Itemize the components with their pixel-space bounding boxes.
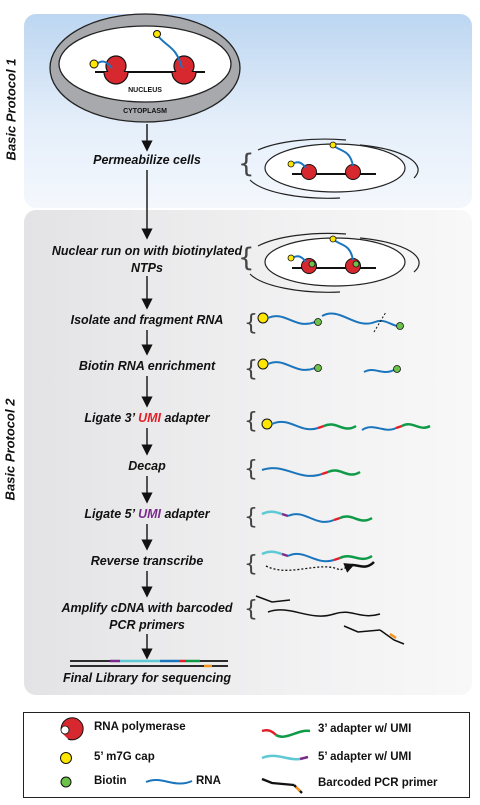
svg-text:{: {	[244, 505, 258, 530]
svg-text:{: {	[244, 552, 258, 577]
ligated-5-rna: {	[244, 505, 373, 530]
legend-primer-label: Barcoded PCR primer	[318, 777, 438, 789]
legend-adapter3-label: 3’ adapter w/ UMI	[318, 723, 412, 735]
step-ligate-5-adapter: Ligate 5’ UMI adapter	[42, 506, 252, 523]
step-ligate-3-before: Ligate 3’	[84, 411, 139, 425]
svg-text:{: {	[244, 457, 258, 482]
step-ligate-3-adapter: Ligate 3’ UMI adapter	[42, 410, 252, 427]
legend-adapter5-icon	[261, 754, 309, 761]
svg-text:{: {	[244, 311, 258, 336]
step-permeabilize: Permeabilize cells	[93, 153, 201, 167]
legend-rna-icon	[145, 779, 193, 785]
enriched-rna: {	[244, 357, 401, 382]
legend-rna-label: RNA	[196, 775, 221, 787]
step-amplify-cdna: Amplify cDNA with barcoded PCR primers	[61, 601, 233, 632]
svg-text:{: {	[244, 409, 258, 434]
cytoplasm-label: CYTOPLASM	[123, 108, 167, 115]
legend: RNA polymerase 5’ m7G cap Biotin RNA 3’ …	[23, 712, 470, 798]
step-ligate-5-umi: UMI	[138, 507, 161, 521]
permeabilized-cell: {	[238, 138, 419, 199]
run-on-cell: {	[238, 232, 420, 293]
legend-biotin-icon	[60, 776, 72, 788]
nucleus-label: NUCLEUS	[128, 87, 162, 94]
step-final-library: Final Library for sequencing	[62, 671, 232, 685]
fragmented-rna: {	[244, 311, 404, 336]
step-biotin-enrichment: Biotin RNA enrichment	[78, 359, 216, 373]
legend-adapter5-label: 5’ adapter w/ UMI	[318, 751, 412, 763]
step-ligate-3-umi: UMI	[138, 411, 161, 425]
step-decap: Decap	[128, 459, 166, 473]
step-nuclear-run-on: Nuclear run on with biotinylated NTPs	[51, 244, 243, 275]
legend-primer-icon	[261, 777, 303, 794]
svg-text:{: {	[244, 597, 258, 622]
legend-cap-label: 5’ m7G cap	[94, 751, 155, 763]
legend-icons	[60, 717, 311, 794]
step-ligate-5-before: Ligate 5’	[84, 507, 139, 521]
amplified-cdna: {	[244, 595, 405, 645]
step-ligate-5-after: adapter	[161, 507, 210, 521]
step-isolate-fragment: Isolate and fragment RNA	[70, 313, 224, 327]
ligated-3-rna: {	[244, 409, 431, 434]
step-ligate-3-after: adapter	[161, 411, 210, 425]
step-reverse-transcribe: Reverse transcribe	[90, 554, 204, 568]
legend-biotin-label: Biotin	[94, 775, 127, 787]
legend-cap-icon	[60, 752, 72, 764]
svg-text:{: {	[244, 357, 258, 382]
decapped-rna: {	[244, 457, 361, 482]
final-library	[70, 659, 228, 668]
svg-text:{: {	[238, 149, 255, 179]
legend-polymerase-icon	[60, 717, 84, 741]
cell-illustration: NUCLEUS CYTOPLASM	[49, 13, 241, 123]
reverse-transcribed: {	[244, 550, 375, 577]
legend-adapter3-icon	[261, 728, 311, 738]
svg-text:{: {	[238, 243, 255, 273]
legend-rna-polymerase-label: RNA polymerase	[94, 721, 186, 733]
basic-protocol-2-panel	[24, 210, 472, 695]
